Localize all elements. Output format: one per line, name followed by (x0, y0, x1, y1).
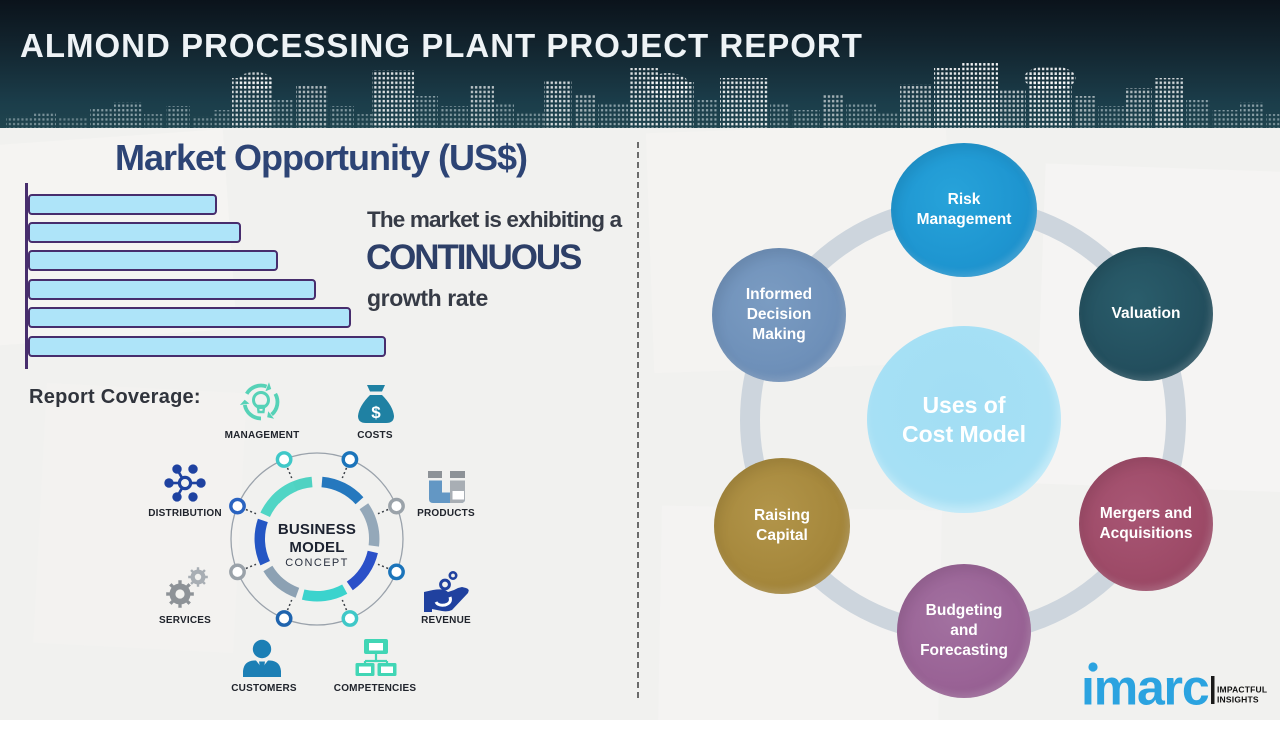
svg-text:CONCEPT: CONCEPT (285, 557, 349, 569)
svg-text:BUSINESS: BUSINESS (278, 521, 356, 538)
svg-text:INSIGHTS: INSIGHTS (1217, 695, 1259, 705)
svg-text:MODEL: MODEL (289, 539, 344, 556)
svg-text:$: $ (371, 403, 381, 422)
svg-text:ımarc: ımarc (1081, 660, 1209, 716)
svg-text:IMPACTFUL: IMPACTFUL (1217, 685, 1267, 695)
